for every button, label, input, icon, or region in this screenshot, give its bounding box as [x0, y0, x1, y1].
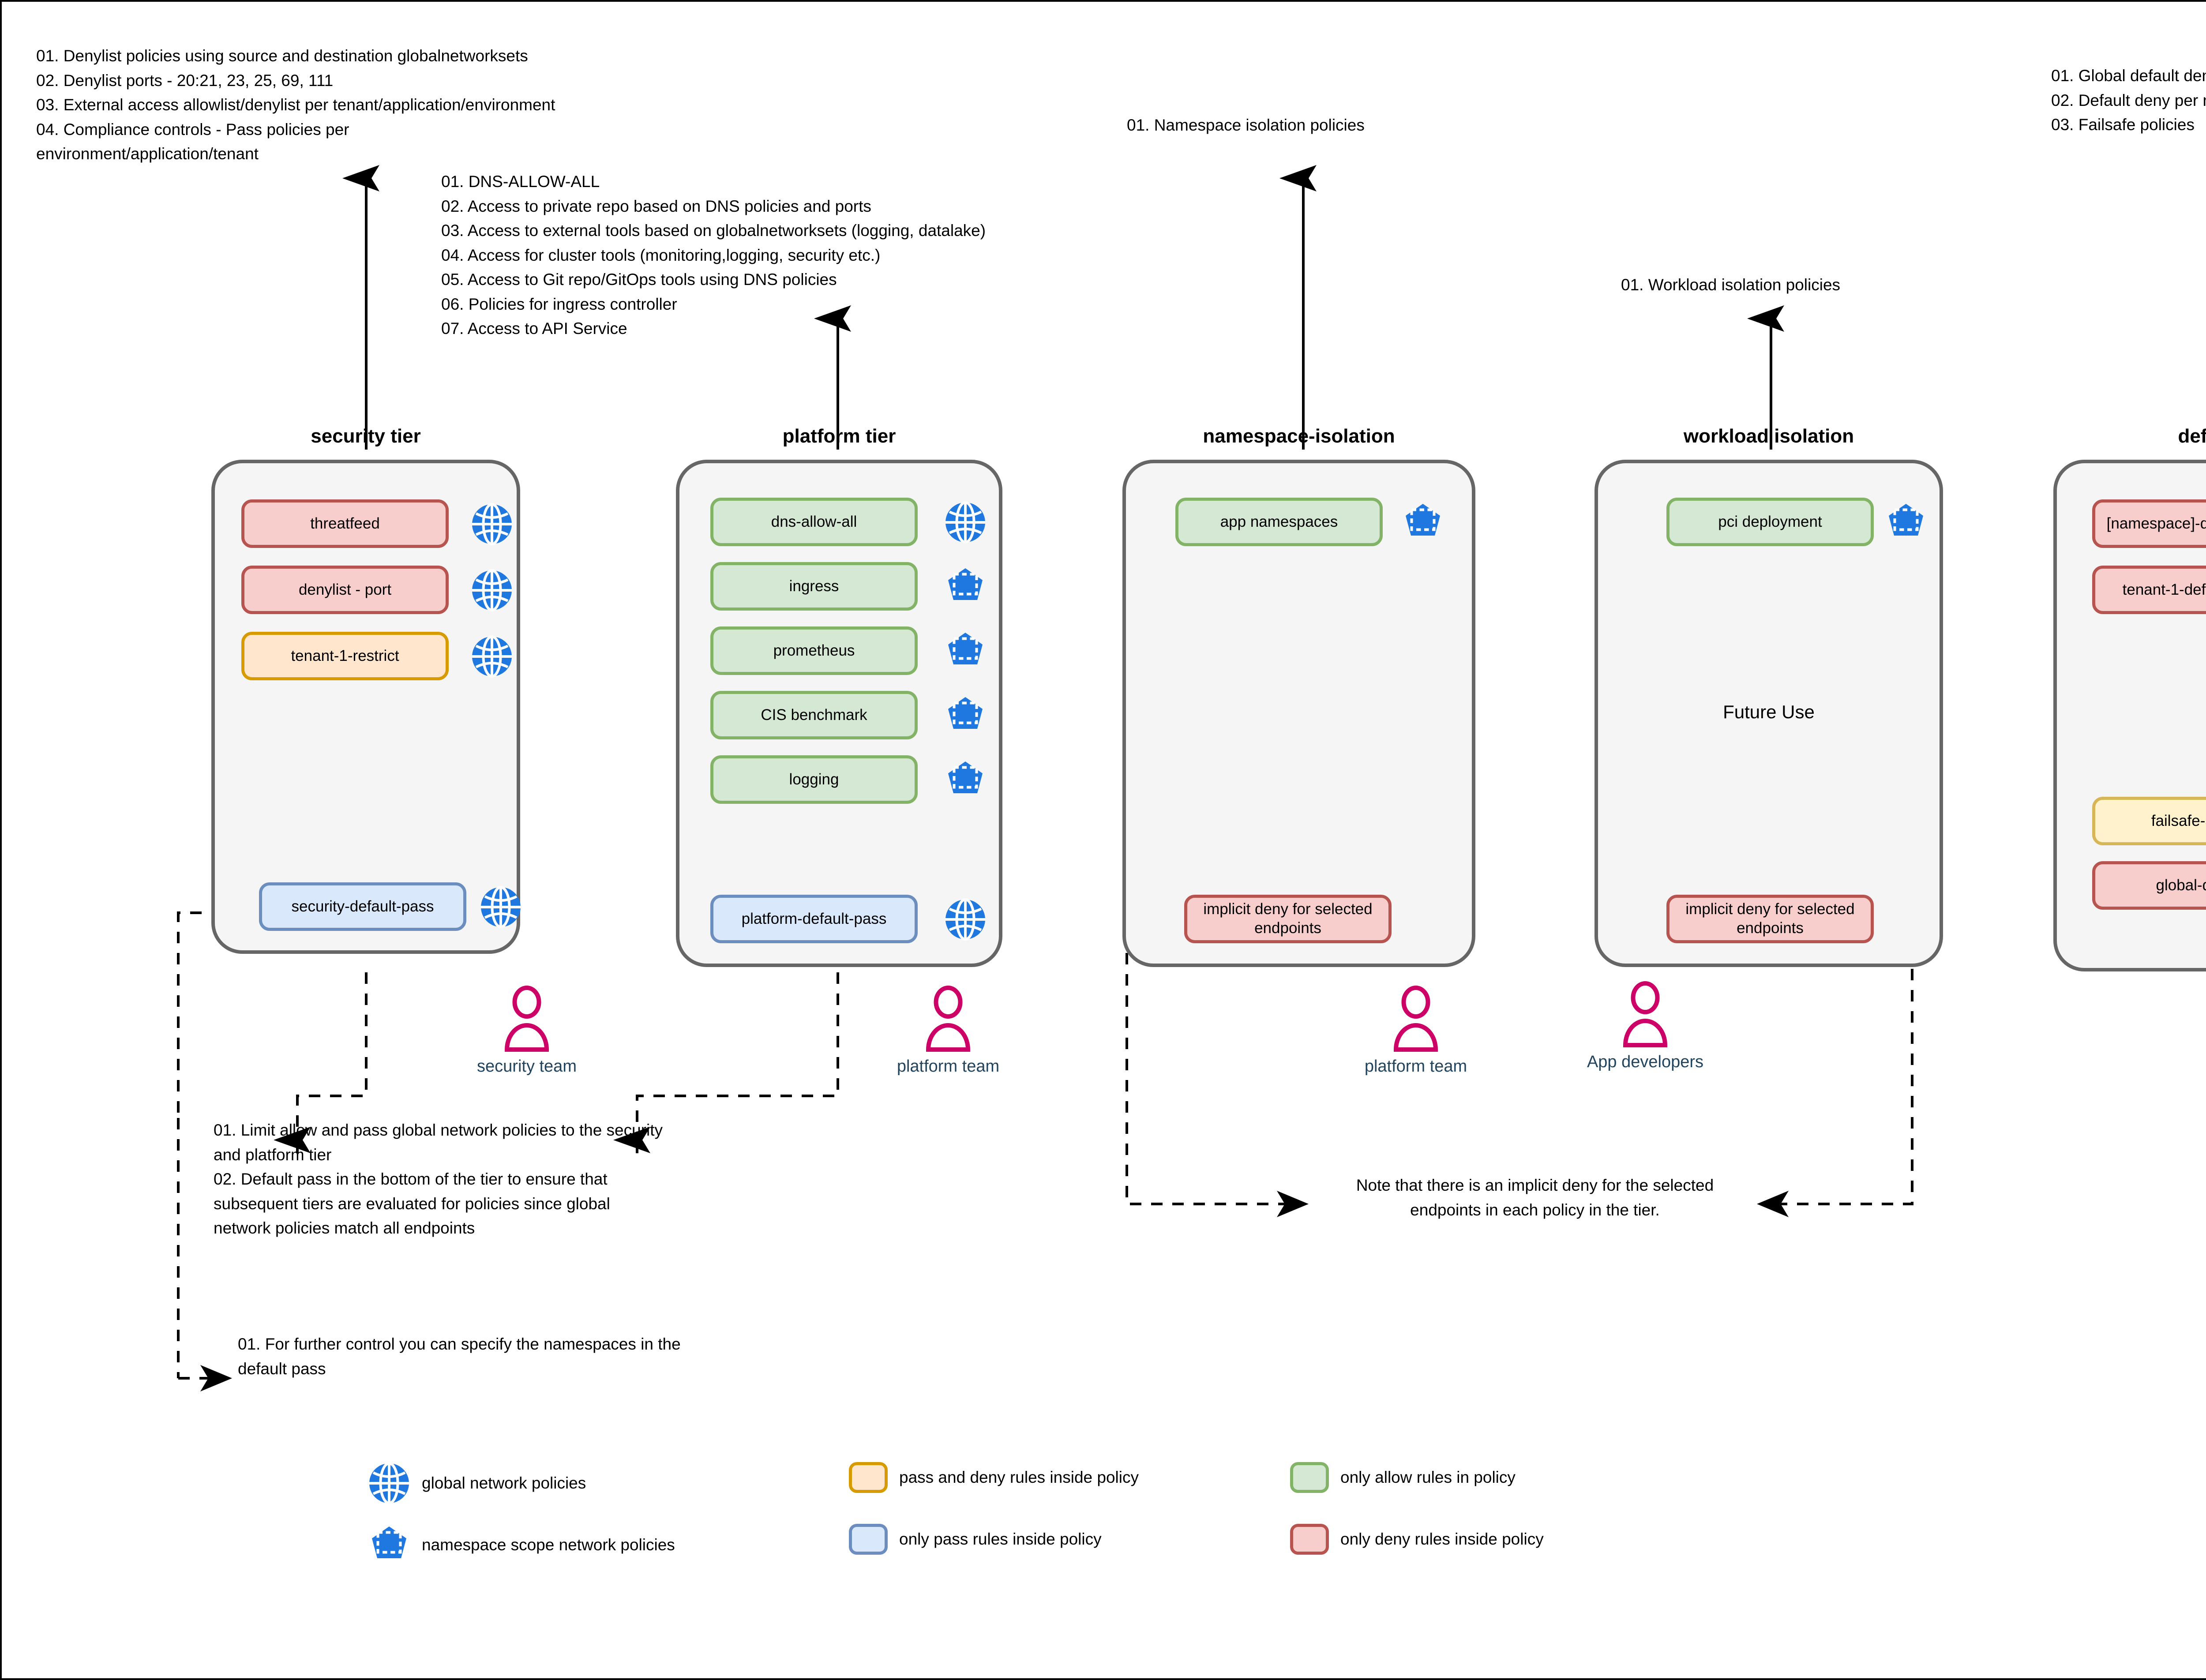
legend-swatch-allow [1290, 1462, 1329, 1493]
namespace-scope-policy-icon [944, 759, 987, 801]
policy-chip-default[interactable]: platform-default-pass [710, 895, 918, 943]
tier-title: namespace-isolation [1203, 425, 1395, 447]
global-network-policy-icon [944, 898, 987, 941]
legend-label: only allow rules in policy [1340, 1468, 1516, 1486]
persona-security-team: security team [456, 986, 597, 1076]
legend-item-namespace-scope-policies: namespace scope network policies [368, 1524, 675, 1566]
legend-label: namespace scope network policies [422, 1536, 675, 1554]
namespace-scope-policy-icon [1402, 501, 1444, 544]
policy-chip[interactable]: pci deployment [1666, 498, 1874, 546]
global-network-policy-icon [471, 635, 513, 678]
policy-chip-default[interactable]: security-default-pass [259, 882, 466, 931]
legend-label: global network policies [422, 1474, 586, 1492]
platform-tier-annotation: 01. DNS-ALLOW-ALL 02. Access to private … [441, 172, 986, 338]
tier-container: [namespace]-default-deny tenant-1-defaul… [2053, 460, 2206, 971]
legend-item-global-network-policies: global network policies [368, 1462, 586, 1504]
tier-container: pci deployment Future Use implicit deny … [1594, 460, 1943, 967]
policy-chip[interactable]: tenant-1-default-deny [2092, 566, 2206, 614]
tier-container: dns-allow-all ingress [676, 460, 1002, 967]
tier-default: default tier [namespace]-default-deny te… [2053, 425, 2206, 971]
legend-label: only deny rules inside policy [1340, 1530, 1544, 1548]
persona-app-developers: App developers [1570, 981, 1720, 1072]
persona-label: security team [477, 1057, 577, 1076]
policy-chip[interactable]: ingress [710, 562, 918, 611]
global-network-policy-icon [471, 569, 513, 611]
persona-label: platform team [1364, 1057, 1467, 1076]
tier-platform: platform tier dns-allow-all ingress [676, 425, 1002, 967]
future-use-label: Future Use [1723, 701, 1815, 722]
global-network-policy-icon [471, 503, 513, 545]
global-network-policy-icon [480, 886, 522, 928]
tier-title: security tier [311, 425, 421, 447]
policy-chip-implicit-deny[interactable]: implicit deny for selected endpoints [1666, 895, 1874, 943]
legend-label: only pass rules inside policy [899, 1530, 1102, 1548]
left-note-namespaces: 01. For further control you can specify … [238, 1335, 681, 1378]
policy-chip-implicit-deny[interactable]: implicit deny for selected endpoints [1184, 895, 1392, 943]
legend-item-pass-and-deny: pass and deny rules inside policy [849, 1462, 1139, 1493]
legend-swatch-passdeny [849, 1462, 888, 1493]
tier-namespace-isolation: namespace-isolation app namespaces impli… [1122, 425, 1475, 967]
policy-chip-failsafe[interactable]: failsafe-allow [2092, 797, 2206, 845]
persona-platform-team-2: platform team [1345, 986, 1486, 1076]
policy-chip-default[interactable]: global-deny [2092, 861, 2206, 910]
policy-chip[interactable]: logging [710, 755, 918, 804]
tier-title: workload isolation [1683, 425, 1854, 447]
security-tier-annotation: 01. Denylist policies using source and d… [36, 47, 555, 163]
legend-item-only-pass: only pass rules inside policy [849, 1524, 1102, 1555]
tier-workload-isolation: workload isolation pci deployment Future… [1594, 425, 1943, 967]
workload-isolation-annotation: 01. Workload isolation policies [1621, 276, 1841, 294]
global-network-policy-icon [944, 501, 987, 544]
legend-swatch-pass [849, 1524, 888, 1555]
tier-title: platform tier [782, 425, 896, 447]
center-note-implicit-deny: Note that there is an implicit deny for … [1356, 1176, 1714, 1219]
policy-chip[interactable]: CIS benchmark [710, 691, 918, 739]
namespace-scope-policy-icon [944, 566, 987, 608]
tier-container: threatfeed denylist - port [211, 460, 522, 954]
person-icon [926, 986, 971, 1052]
default-tier-annotation: 01. Global default deny 02. Default deny… [2051, 67, 2206, 134]
tier-title: default tier [2178, 425, 2206, 447]
persona-label: App developers [1587, 1053, 1704, 1071]
global-network-policy-icon [368, 1462, 410, 1504]
namespace-scope-policy-icon [944, 630, 987, 672]
tier-security: security tier threatfeed denylist - port [211, 425, 522, 954]
policy-chip[interactable]: dns-allow-all [710, 498, 918, 546]
left-note-policies: 01. Limit allow and pass global network … [214, 1121, 663, 1237]
policy-chip[interactable]: prometheus [710, 626, 918, 675]
person-icon [1393, 986, 1438, 1052]
namespace-scope-policy-icon [944, 694, 987, 737]
policy-chip[interactable]: app namespaces [1175, 498, 1383, 546]
person-icon [504, 986, 549, 1052]
person-icon [1623, 981, 1668, 1047]
policy-chip[interactable]: denylist - port [241, 566, 449, 614]
persona-platform-team-1: platform team [878, 986, 1019, 1076]
tier-container: app namespaces implicit deny for selecte… [1122, 460, 1475, 967]
namespace-scope-policy-icon [368, 1524, 410, 1566]
namespace-scope-policy-icon [1885, 501, 1927, 544]
legend-item-only-allow: only allow rules in policy [1290, 1462, 1516, 1493]
policy-chip[interactable]: tenant-1-restrict [241, 632, 449, 680]
policy-chip[interactable]: threatfeed [241, 499, 449, 548]
legend-label: pass and deny rules inside policy [899, 1468, 1139, 1486]
namespace-isolation-annotation: 01. Namespace isolation policies [1127, 116, 1365, 134]
persona-label: platform team [897, 1057, 1000, 1076]
legend-item-only-deny: only deny rules inside policy [1290, 1524, 1544, 1555]
policy-chip[interactable]: [namespace]-default-deny [2092, 499, 2206, 548]
legend-swatch-deny [1290, 1524, 1329, 1555]
